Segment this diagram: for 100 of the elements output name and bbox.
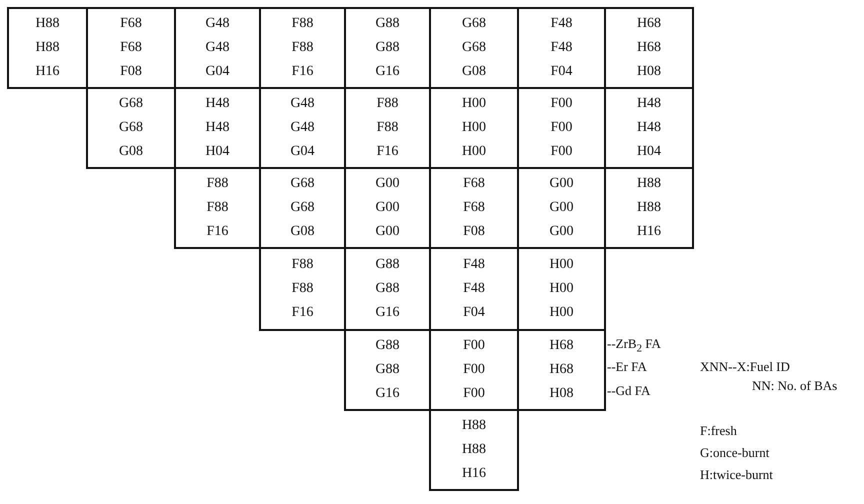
fuel-assembly-code: G00 xyxy=(375,199,400,217)
fuel-assembly-code: F16 xyxy=(206,223,228,241)
notation-key: XNN--X:Fuel ID xyxy=(700,359,790,375)
fuel-assembly-code: G48 xyxy=(205,15,230,33)
fuel-assembly-code: H08 xyxy=(636,63,662,81)
fuel-assembly-code: G48 xyxy=(205,39,230,57)
fuel-assembly-code: G00 xyxy=(549,175,574,193)
fuel-assembly-code: F88 xyxy=(292,256,314,274)
fuel-assembly-code: H00 xyxy=(549,256,574,274)
fuel-assembly-code: F48 xyxy=(550,39,572,57)
fuel-assembly-code: G88 xyxy=(375,337,400,355)
fuel-assembly-code: H68 xyxy=(549,337,574,355)
grid-cell xyxy=(259,247,346,331)
fuel-assembly-code: G16 xyxy=(375,304,400,322)
grid-cell xyxy=(429,409,519,491)
fuel-assembly-code: H88 xyxy=(462,417,486,435)
grid-cell xyxy=(604,7,694,89)
fuel-assembly-code: G48 xyxy=(290,119,315,137)
fuel-assembly-code: G00 xyxy=(375,175,400,193)
fuel-assembly-code: G48 xyxy=(290,95,315,113)
absorber-type-label: --ZrB$_{2}$ FA xyxy=(607,336,661,357)
fuel-assembly-code: H68 xyxy=(636,39,662,57)
fuel-assembly-code: G88 xyxy=(375,280,400,298)
fuel-assembly-code: F16 xyxy=(292,63,314,81)
fuel-assembly-code: G88 xyxy=(375,361,400,379)
fuel-assembly-code: F48 xyxy=(463,256,485,274)
fuel-assembly-code: F16 xyxy=(292,304,314,322)
fuel-assembly-code: F00 xyxy=(463,361,485,379)
fuel-assembly-code: F04 xyxy=(463,304,485,322)
absorber-type-label: --Er FA xyxy=(607,359,647,375)
grid-cell xyxy=(604,167,694,249)
fuel-assembly-code: F16 xyxy=(376,143,398,161)
fuel-assembly-code: F08 xyxy=(120,63,142,81)
fuel-assembly-code: G04 xyxy=(290,143,315,161)
fuel-assembly-code: H04 xyxy=(636,143,662,161)
fuel-assembly-code: F68 xyxy=(120,15,142,33)
fuel-assembly-code: H16 xyxy=(636,223,662,241)
fuel-assembly-code: H16 xyxy=(35,63,60,81)
fuel-assembly-code: G68 xyxy=(462,39,486,57)
notation-key: NN: No. of BAs xyxy=(752,378,838,394)
fuel-assembly-code: H16 xyxy=(462,465,486,483)
fuel-assembly-code: F88 xyxy=(206,175,228,193)
fuel-assembly-code: G08 xyxy=(118,143,144,161)
fuel-assembly-code: H88 xyxy=(636,199,662,217)
fuel-assembly-code: G16 xyxy=(375,385,400,403)
grid-cell xyxy=(517,329,606,411)
fuel-assembly-code: G68 xyxy=(118,119,144,137)
fuel-assembly-code: H00 xyxy=(462,143,486,161)
fuel-state-key: F:fresh xyxy=(700,423,737,439)
fuel-assembly-code: F00 xyxy=(550,95,572,113)
fuel-assembly-code: G68 xyxy=(462,15,486,33)
fuel-assembly-code: G00 xyxy=(549,223,574,241)
fuel-assembly-code: F88 xyxy=(376,119,398,137)
absorber-type-label: --Gd FA xyxy=(607,383,650,399)
fuel-assembly-code: H08 xyxy=(549,385,574,403)
fuel-assembly-code: F68 xyxy=(120,39,142,57)
fuel-assembly-code: G68 xyxy=(290,175,315,193)
fuel-assembly-code: H88 xyxy=(35,39,60,57)
fuel-assembly-code: F68 xyxy=(463,175,485,193)
fuel-assembly-code: H04 xyxy=(205,143,230,161)
fuel-assembly-code: H00 xyxy=(462,119,486,137)
fuel-assembly-code: H00 xyxy=(549,280,574,298)
fuel-assembly-code: F68 xyxy=(463,199,485,217)
fuel-assembly-code: H48 xyxy=(636,95,662,113)
fuel-assembly-code: G00 xyxy=(549,199,574,217)
fuel-assembly-code: H48 xyxy=(205,95,230,113)
grid-cell xyxy=(344,329,431,411)
fuel-assembly-code: G16 xyxy=(375,63,400,81)
fuel-assembly-code: H68 xyxy=(636,15,662,33)
fuel-assembly-code: F48 xyxy=(550,15,572,33)
grid-cell xyxy=(174,167,261,249)
fuel-assembly-code: F00 xyxy=(463,385,485,403)
fuel-assembly-code: F88 xyxy=(206,199,228,217)
grid-cell xyxy=(86,87,176,169)
fuel-assembly-code: G88 xyxy=(375,256,400,274)
fuel-assembly-code: F88 xyxy=(292,280,314,298)
fuel-assembly-code: H48 xyxy=(636,119,662,137)
fuel-assembly-code: F00 xyxy=(550,119,572,137)
fuel-assembly-code: G88 xyxy=(375,15,400,33)
fuel-assembly-code: F88 xyxy=(376,95,398,113)
fuel-assembly-code: G88 xyxy=(375,39,400,57)
fuel-assembly-code: F00 xyxy=(463,337,485,355)
fuel-state-key: H:twice-burnt xyxy=(700,467,773,483)
fuel-assembly-code: G00 xyxy=(375,223,400,241)
fuel-assembly-code: H00 xyxy=(549,304,574,322)
fuel-assembly-code: H48 xyxy=(205,119,230,137)
fuel-assembly-code: H00 xyxy=(462,95,486,113)
fuel-assembly-code: F00 xyxy=(550,143,572,161)
fuel-assembly-code: G08 xyxy=(462,63,486,81)
fuel-assembly-code: F88 xyxy=(292,15,314,33)
fuel-assembly-code: F08 xyxy=(463,223,485,241)
fuel-assembly-code: G68 xyxy=(290,199,315,217)
fuel-assembly-code: G08 xyxy=(290,223,315,241)
fuel-state-key: G:once-burnt xyxy=(700,445,770,461)
fuel-assembly-code: F04 xyxy=(550,63,572,81)
fuel-assembly-code: H68 xyxy=(549,361,574,379)
fuel-assembly-code: H88 xyxy=(35,15,60,33)
fuel-assembly-code: G04 xyxy=(205,63,230,81)
fuel-assembly-code: H88 xyxy=(636,175,662,193)
grid-cell xyxy=(7,7,88,89)
